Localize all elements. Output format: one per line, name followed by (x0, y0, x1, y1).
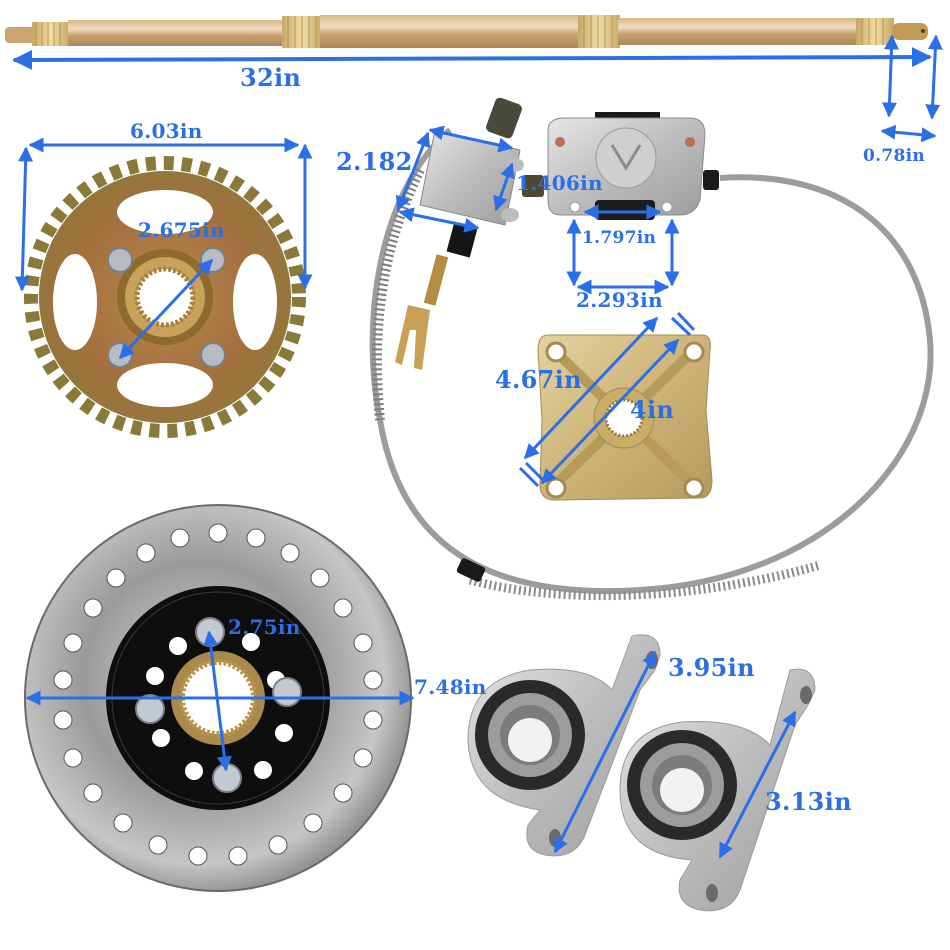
sprocket-outer-label: 6.03in (130, 119, 203, 143)
axle-length-label: 32in (240, 63, 302, 92)
axle-length-arrow (12, 47, 932, 70)
master-cylinder-mount-label: 1.406in (516, 171, 603, 195)
disc-diameter-label: 7.48in (414, 675, 487, 699)
hub-inner-diagonal-label: 4in (630, 395, 675, 424)
disc-bolt-span-label: 2.75in (228, 615, 301, 639)
sprocket (24, 156, 306, 438)
master-cylinder-dimension-arrows (395, 125, 515, 233)
bearing-dimension-arrows (553, 650, 797, 859)
bearing-large-span-label: 3.95in (668, 653, 755, 682)
disc-dimension-arrows (25, 630, 415, 772)
caliper-inner-label: 1.797in (582, 228, 657, 248)
caliper (522, 112, 719, 220)
brake-line (369, 127, 934, 601)
bearing-small-span-label: 3.13in (765, 787, 852, 816)
caliper-dimension-arrows (566, 204, 680, 295)
sprocket-dimension-arrows (14, 137, 313, 360)
axle-diameter-arrows (880, 34, 943, 143)
axle-diameter-label: 0.78in (863, 146, 926, 166)
rear-axle (5, 15, 928, 48)
hub-outer-diagonal-label: 4.67in (495, 365, 582, 394)
master-cylinder-length-label: 2.182 (336, 147, 413, 176)
caliper-mount-label: 2.293in (576, 288, 663, 312)
hub-dimension-arrows (518, 311, 696, 488)
sprocket-bolt-span-label: 2.675in (138, 218, 225, 242)
